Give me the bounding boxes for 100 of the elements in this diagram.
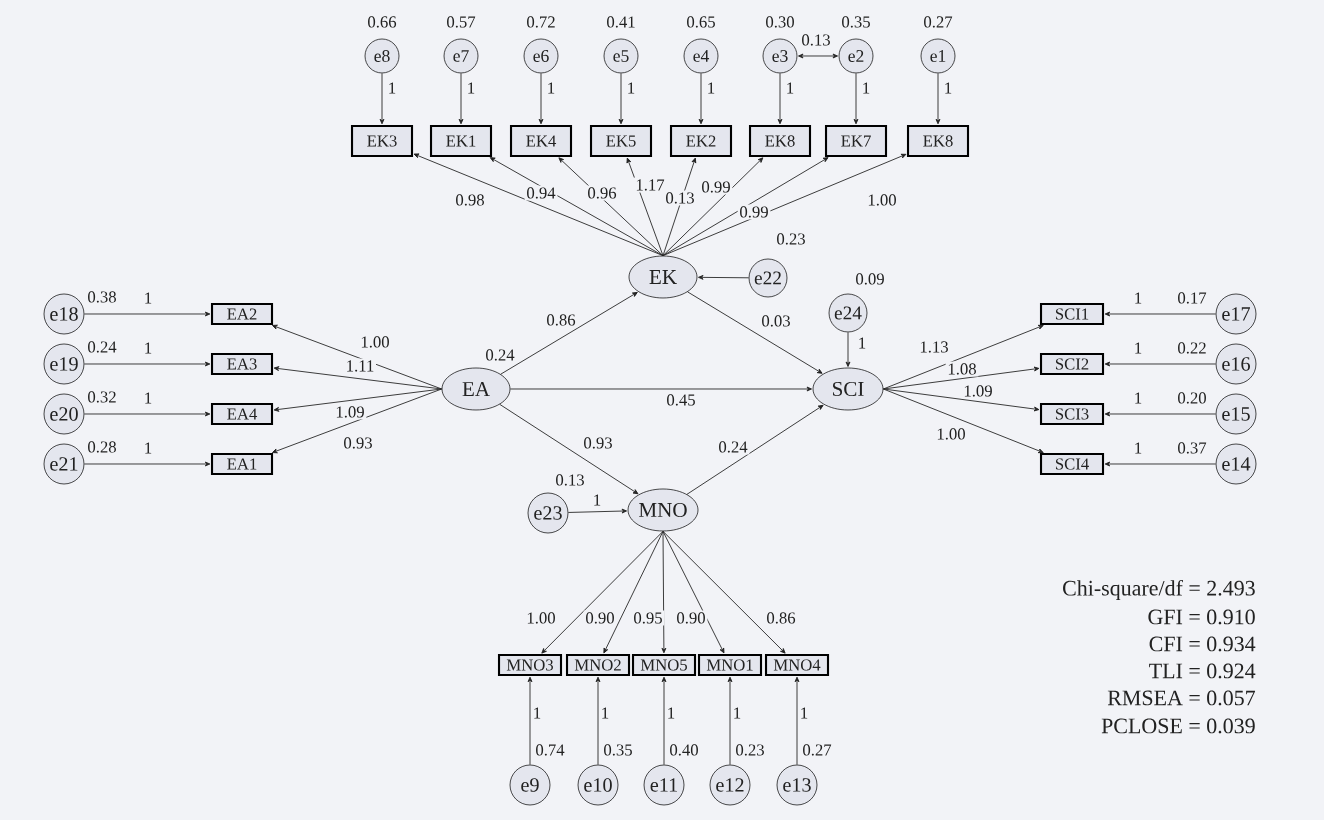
edge-label: 1 xyxy=(731,705,743,721)
arrow xyxy=(882,388,1044,454)
arrow xyxy=(1104,411,1217,417)
variance-label: 0.41 xyxy=(607,16,635,28)
arrow xyxy=(794,676,800,766)
arrow xyxy=(595,676,601,766)
edge-label: 1 xyxy=(465,80,477,96)
edge-label: 1 xyxy=(545,80,557,96)
arrow xyxy=(662,153,907,257)
arrow xyxy=(662,157,829,257)
arrow xyxy=(272,388,443,454)
indicator-box: MNO4 xyxy=(764,653,830,677)
edge-label: 1 xyxy=(599,705,611,721)
indicator-box: SCI4 xyxy=(1039,452,1105,476)
variance-label: 0.13 xyxy=(556,474,584,486)
indicator-box: SCI2 xyxy=(1039,352,1105,376)
indicator-box: EA3 xyxy=(210,352,274,376)
indicator-box: SCI3 xyxy=(1039,402,1105,426)
arrow xyxy=(83,411,211,417)
arrow xyxy=(527,676,533,766)
indicator-box: EK8 xyxy=(906,124,970,158)
arrow xyxy=(509,386,812,392)
edge-label: 1 xyxy=(1132,390,1144,406)
indicator-box: MNO1 xyxy=(697,653,763,677)
variance-label: 0.30 xyxy=(766,16,794,28)
fit-statistic: RMSEA = 0.057 xyxy=(1107,690,1256,706)
arrow xyxy=(845,331,851,367)
edge-label: 1 xyxy=(625,80,637,96)
arrow xyxy=(661,676,667,766)
arrow xyxy=(558,157,664,257)
variance-label: 0.09 xyxy=(856,273,884,285)
variance-label: 0.24 xyxy=(486,349,515,361)
indicator-box: EA1 xyxy=(210,452,274,476)
arrow xyxy=(1104,461,1217,467)
edge-label: 1 xyxy=(784,80,796,96)
arrow xyxy=(1104,311,1217,317)
edge-label: 1 xyxy=(856,335,868,351)
arrow xyxy=(661,530,667,654)
indicator-box: EK7 xyxy=(824,124,888,158)
arrow xyxy=(538,72,544,125)
variance-label: 0.72 xyxy=(527,16,555,28)
arrow xyxy=(618,72,624,125)
edge-label: 1 xyxy=(142,440,154,456)
indicator-box: EK2 xyxy=(669,124,733,158)
edge-label: 1 xyxy=(860,80,872,96)
edge-label: 1 xyxy=(705,80,717,96)
edge-label: 1 xyxy=(591,492,603,508)
arrow xyxy=(273,388,443,412)
variance-label: 0.65 xyxy=(687,16,715,28)
edge-label: 1 xyxy=(142,340,154,356)
arrow xyxy=(777,72,783,125)
indicator-box: EK8 xyxy=(748,124,812,158)
variance-label: 0.35 xyxy=(842,16,870,28)
arrow xyxy=(687,291,823,374)
indicator-box: MNO3 xyxy=(497,653,563,677)
arrow xyxy=(567,508,628,514)
variance-label: 0.37 xyxy=(1178,442,1207,454)
arrow xyxy=(83,461,211,467)
indicator-box: EK4 xyxy=(509,124,573,158)
arrow xyxy=(500,291,638,375)
variance-label: 0.27 xyxy=(803,744,832,756)
variance-label: 0.24 xyxy=(88,341,117,353)
edge-label: 1 xyxy=(1132,440,1144,456)
variance-label: 0.57 xyxy=(447,16,476,28)
arrow xyxy=(458,72,464,125)
variance-label: 0.35 xyxy=(604,744,632,756)
edge-label: 1 xyxy=(942,80,954,96)
indicator-box: EK1 xyxy=(429,124,493,158)
variance-label: 0.40 xyxy=(670,744,698,756)
indicator-box: EA4 xyxy=(210,402,274,426)
arrow xyxy=(1104,361,1217,367)
edge-label: 1 xyxy=(798,705,810,721)
variance-label: 0.23 xyxy=(736,744,764,756)
edge-label: 1 xyxy=(386,80,398,96)
arrow xyxy=(83,361,211,367)
edge-label: 1 xyxy=(1132,290,1144,306)
edge-label: 1 xyxy=(531,705,543,721)
arrow xyxy=(662,530,725,654)
arrow xyxy=(626,157,664,257)
arrow xyxy=(499,403,639,495)
indicator-box: EA2 xyxy=(210,302,274,326)
arrow xyxy=(853,72,859,125)
variance-label: 0.17 xyxy=(1178,292,1207,304)
arrow xyxy=(935,72,941,125)
variance-label: 0.66 xyxy=(368,16,397,28)
arrow xyxy=(698,274,750,280)
edge-label: 1 xyxy=(1132,340,1144,356)
indicator-box: MNO2 xyxy=(565,653,631,677)
arrow xyxy=(727,676,733,766)
fit-statistic: CFI = 0.934 xyxy=(1149,636,1256,652)
variance-label: 0.23 xyxy=(777,233,805,245)
arrow xyxy=(882,388,1040,412)
variance-label: 0.38 xyxy=(88,291,116,303)
arrow xyxy=(662,530,786,654)
arrow xyxy=(272,324,443,390)
arrow xyxy=(798,53,838,59)
variance-label: 0.28 xyxy=(88,441,116,453)
fit-statistic: PCLOSE = 0.039 xyxy=(1101,718,1255,734)
variance-label: 0.74 xyxy=(536,744,565,756)
edge-label: 1 xyxy=(142,290,154,306)
